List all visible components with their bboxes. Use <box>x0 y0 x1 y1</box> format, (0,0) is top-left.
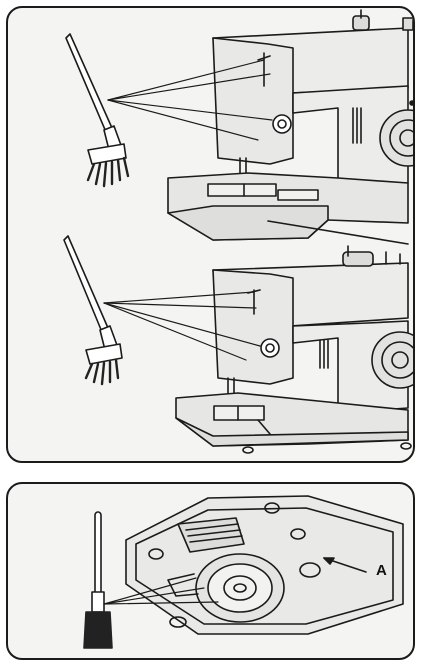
top-illustration-panel <box>6 6 415 463</box>
callout-a-arrow <box>323 557 367 573</box>
cleaning-brush-bottom <box>91 511 105 613</box>
bobbin-area <box>125 495 404 635</box>
sewing-machine-lower <box>175 245 413 454</box>
cleaning-brush-lower <box>63 235 123 365</box>
brush-bristles-lower <box>84 358 120 386</box>
sewing-machine-upper <box>167 9 413 245</box>
brush-bristles-bottom <box>83 611 113 649</box>
bottom-panel-drawing <box>83 495 404 649</box>
leader-lines-lower <box>103 291 261 361</box>
cleaning-brush-upper <box>65 33 127 165</box>
leader-lines-upper <box>107 59 273 141</box>
callout-label-a: A <box>376 562 387 579</box>
top-panel-drawing <box>63 9 413 454</box>
bottom-illustration-panel: A <box>6 482 415 660</box>
brush-bristles-upper <box>86 156 130 188</box>
leader-lines-bottom <box>103 577 219 605</box>
